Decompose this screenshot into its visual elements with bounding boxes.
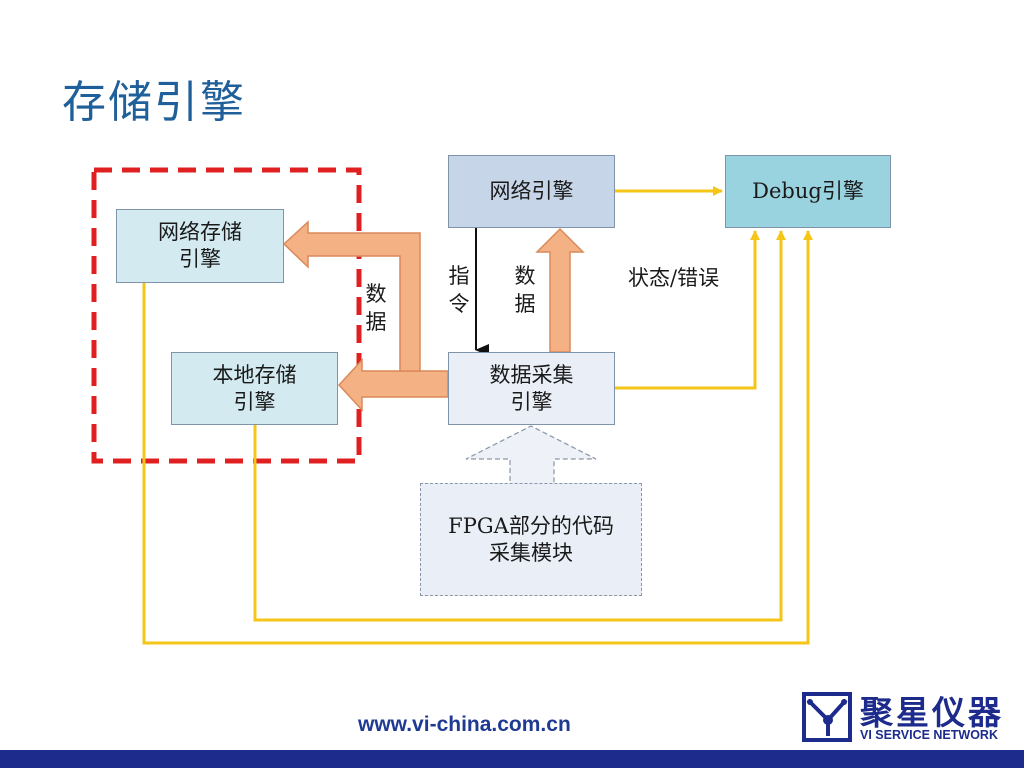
network-storage-to-debug-line	[142, 230, 813, 645]
network-engine-node: 网络引擎	[448, 155, 615, 228]
storage-group-boundary	[91, 167, 362, 464]
status-error-label: 状态/错误	[628, 266, 720, 290]
data-acquisition-engine-node: 数据采集 引擎	[448, 352, 615, 425]
debug-engine-node: Debug引擎	[725, 155, 891, 228]
network-mark-icon	[802, 692, 852, 742]
data-arrow-to-network-storage	[282, 220, 421, 372]
acquisition-to-debug-line	[615, 230, 760, 390]
command-label: 指 令	[448, 264, 470, 316]
network-storage-engine-node: 网络存储 引擎	[116, 209, 284, 283]
fpga-upload-arrow	[465, 425, 597, 498]
local-storage-to-debug-line	[253, 230, 786, 622]
data-arrow-to-local-storage	[337, 358, 449, 412]
data-arrow-to-network-engine	[535, 227, 585, 353]
company-logo: 聚星仪器 VI SERVICE NETWORK	[802, 690, 1022, 746]
data-to-storage-label: 数 据	[365, 282, 387, 334]
fpga-module-node: FPGA部分的代码 采集模块	[420, 483, 642, 596]
logo-name-cn: 聚星仪器	[860, 693, 1004, 732]
footer-bar	[0, 750, 1024, 768]
slide-title: 存储引擎	[62, 77, 246, 128]
website-link[interactable]: www.vi-china.com.cn	[358, 713, 571, 736]
data-to-network-label: 数 据	[514, 264, 536, 316]
local-storage-engine-node: 本地存储 引擎	[171, 352, 338, 425]
logo-name-en: VI SERVICE NETWORK	[860, 728, 998, 742]
